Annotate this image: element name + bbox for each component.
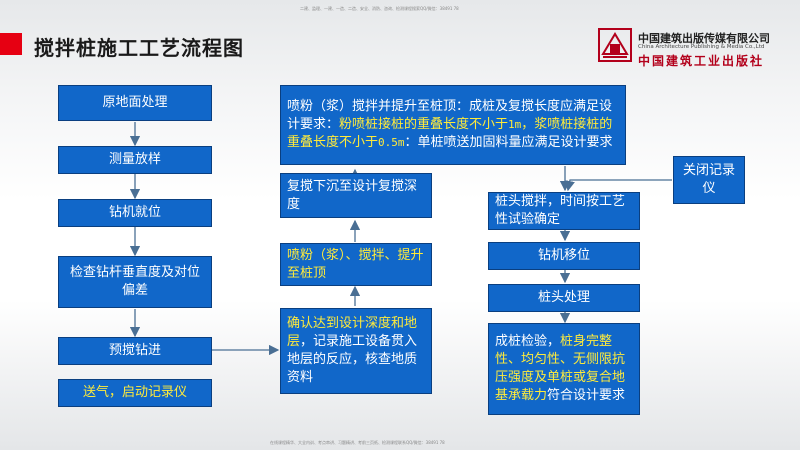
publisher-calligraphy: 中国建筑工业出版社: [638, 54, 765, 68]
step-survey-layout-label: 测量放样: [108, 152, 161, 167]
top-contact-note: 二建、监理、一建、一造、二造、安全、消防、咨询、检测课程搜索QQ/微信：3849…: [300, 6, 459, 11]
step-spray-mix-lift: 喷粉（浆）、搅拌、提升至桩顶: [280, 243, 432, 286]
title-marker: [0, 33, 22, 55]
req-part-d: ，浆喷桩接桩的重叠长度不小于: [287, 117, 613, 150]
step-rig-positioning-label: 钻机就位: [108, 205, 161, 220]
step-ground-treatment-label: 原地面处理: [102, 95, 168, 110]
step-confirm-depth-rest: ，记录施工设备贯入地层的反应，核查地质资料: [287, 334, 418, 385]
step-pile-head-treatment: 桩头处理: [488, 284, 640, 312]
step-air-start-recorder-label: 送气，启动记录仪: [82, 385, 187, 400]
step-remix-sink-label: 复搅下沉至设计复搅深度: [287, 178, 418, 212]
step-spray-lift-text: 喷粉（浆）搅拌并提升至桩顶：成桩及复搅长度应满足设计要求：粉喷桩接桩的重叠长度不…: [287, 98, 619, 152]
step-rig-shift-label: 钻机移位: [537, 248, 590, 263]
page-title: 搅拌桩施工工艺流程图: [34, 36, 244, 60]
step-pre-mixing-drill: 预搅钻进: [58, 337, 212, 365]
step-rig-positioning: 钻机就位: [58, 199, 212, 227]
step-confirm-depth-text: 确认达到设计深度和地层，记录施工设备贯入地层的反应，核查地质资料: [287, 315, 425, 387]
step-check-verticality-label: 检查钻杆垂直度及对位偏差: [69, 265, 200, 298]
step-close-recorder-label: 关闭记录仪: [682, 163, 735, 196]
req-part-f: ：单桩喷送加固料量应满足设计要求: [404, 135, 613, 150]
step-air-start-recorder: 送气，启动记录仪: [58, 379, 212, 407]
step-ground-treatment: 原地面处理: [58, 85, 212, 121]
step-rig-shift: 钻机移位: [488, 242, 640, 270]
step-spray-mix-lift-label: 喷粉（浆）、搅拌、提升至桩顶: [287, 247, 424, 281]
publisher-name-en: China Architecture Publishing & Media Co…: [638, 44, 765, 50]
publisher-emblem-icon: [598, 28, 632, 62]
step-pile-inspection-text: 成桩检验，桩身完整性、均匀性、无侧限抗压强度及单桩或复合地基承载力符合设计要求: [495, 333, 633, 405]
step-pile-head-mixing: 桩头搅拌，时间按工艺性试验确定: [488, 192, 640, 230]
step-spray-lift-requirements: 喷粉（浆）搅拌并提升至桩顶：成桩及复搅长度应满足设计要求：粉喷桩接桩的重叠长度不…: [280, 85, 626, 165]
req-part-b: 粉喷桩接桩的重叠长度不小于: [339, 117, 509, 132]
step-pile-head-treatment-label: 桩头处理: [537, 290, 590, 305]
arrow-s11-s12: [564, 179, 672, 192]
step-remix-sink: 复搅下沉至设计复搅深度: [280, 173, 432, 218]
step-pile-inspection: 成桩检验，桩身完整性、均匀性、无侧限抗压强度及单桩或复合地基承载力符合设计要求: [488, 323, 640, 415]
inspection-part-c: 符合设计要求: [547, 388, 626, 403]
bottom-contact-note: 在线课程精华、大全内训、考点串讲、习题精讲、考前三页纸、检测课程联系QQ/微信：…: [270, 440, 445, 445]
step-close-recorder: 关闭记录仪: [673, 156, 745, 204]
step-pre-mixing-drill-label: 预搅钻进: [108, 343, 161, 358]
req-part-e: 0.5m: [378, 136, 405, 149]
step-confirm-depth: 确认达到设计深度和地层，记录施工设备贯入地层的反应，核查地质资料: [280, 308, 432, 394]
inspection-part-b: 桩身完整性、均匀性、无侧限抗压强度及单桩或复合地基承载力: [495, 334, 626, 403]
req-part-c: 1m: [508, 118, 522, 131]
step-check-verticality: 检查钻杆垂直度及对位偏差: [58, 256, 212, 308]
step-survey-layout: 测量放样: [58, 146, 212, 174]
req-part-a: 喷粉（浆）搅拌并提升至桩顶：成桩及复搅长度应满足设计要求：: [287, 99, 613, 132]
publisher-name-cn: 中国建筑出版传媒有限公司: [638, 32, 770, 45]
step-pile-head-mixing-label: 桩头搅拌，时间按工艺性试验确定: [495, 194, 626, 227]
step-confirm-depth-highlight: 确认达到设计深度和地层: [287, 316, 418, 349]
inspection-part-a: 成桩检验，: [495, 334, 561, 349]
